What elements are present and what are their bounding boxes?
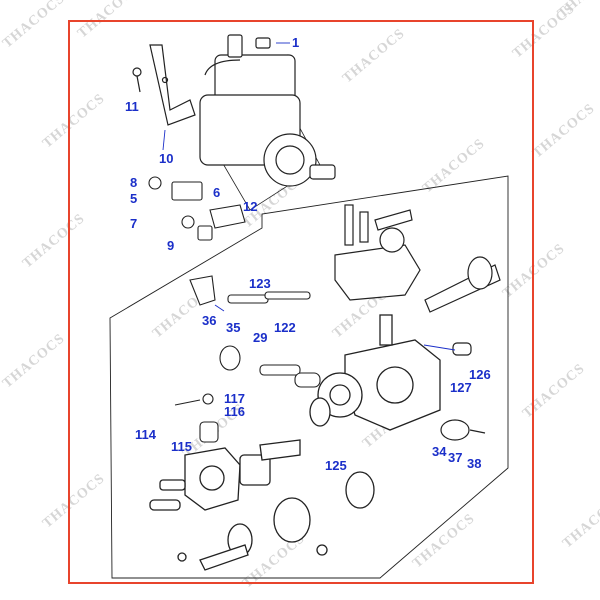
feed-pump-assembly (149, 439, 301, 511)
bracket-part-10 (132, 44, 196, 126)
callout-35: 35 (226, 320, 241, 335)
callout-123: 123 (249, 276, 271, 291)
fuel-injection-pump-assembly (199, 34, 336, 187)
callout-11: 11 (125, 99, 139, 114)
callout-34: 34 (432, 444, 447, 459)
callout-9: 9 (167, 238, 175, 253)
callout-125: 125 (325, 458, 347, 473)
callout-12: 12 (243, 199, 258, 214)
magnet-valve-parts (174, 393, 219, 443)
stay-bracket-parts (148, 176, 246, 241)
leader-lines (162, 42, 456, 351)
callout-115: 115 (171, 439, 192, 454)
exploded-view-outline (109, 175, 509, 579)
callout-122: 122 (274, 320, 296, 335)
callout-38: 38 (467, 456, 482, 471)
drive-gear-assembly (177, 471, 375, 571)
callout-1: 1 (292, 35, 300, 50)
callout-6: 6 (213, 185, 221, 200)
callout-116: 116 (224, 404, 245, 419)
callout-7: 7 (130, 216, 138, 231)
diagram-frame (68, 20, 534, 584)
callout-5: 5 (130, 191, 138, 206)
drive-shaft (424, 256, 501, 313)
fuel-cut-solenoid (440, 342, 486, 441)
callout-127: 127 (450, 380, 472, 395)
callout-37: 37 (448, 450, 463, 465)
callout-126: 126 (469, 367, 491, 382)
callout-8: 8 (130, 175, 138, 190)
governor-cover-assembly (334, 204, 421, 301)
callout-114: 114 (135, 427, 156, 442)
callout-10: 10 (159, 151, 174, 166)
callout-29: 29 (253, 330, 268, 345)
pump-housing (309, 314, 441, 431)
callout-36: 36 (202, 313, 217, 328)
control-lever-parts (189, 275, 321, 388)
callout-117: 117 (224, 391, 245, 406)
